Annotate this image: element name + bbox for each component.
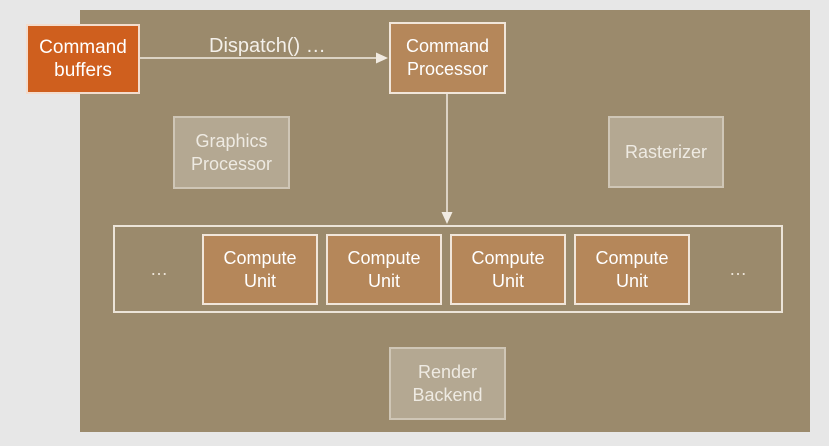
compute-unit-label: Compute Unit — [347, 247, 421, 291]
compute-unit-label: Compute Unit — [223, 247, 297, 291]
compute-unit-group — [113, 225, 783, 313]
compute-unit-label: Compute Unit — [471, 247, 545, 291]
render-backend-label: Render Backend — [412, 361, 483, 405]
graphics-processor-box: Graphics Processor — [173, 116, 290, 189]
rasterizer-box: Rasterizer — [608, 116, 724, 188]
command-buffers-label: Command buffers — [39, 37, 127, 81]
compute-unit-1: Compute Unit — [202, 234, 318, 305]
command-buffers-box: Command buffers — [26, 24, 140, 94]
compute-unit-2: Compute Unit — [326, 234, 442, 305]
graphics-processor-label: Graphics Processor — [190, 130, 273, 174]
compute-unit-label: Compute Unit — [595, 247, 669, 291]
compute-unit-3: Compute Unit — [450, 234, 566, 305]
ellipsis-right: … — [729, 259, 748, 279]
command-processor-box: Command Processor — [389, 22, 506, 94]
render-backend-box: Render Backend — [389, 347, 506, 420]
compute-unit-4: Compute Unit — [574, 234, 690, 305]
command-processor-label: Command Processor — [405, 36, 490, 79]
ellipsis-left: … — [150, 259, 169, 279]
rasterizer-label: Rasterizer — [624, 141, 708, 162]
dispatch-label: Dispatch() … — [209, 35, 326, 57]
